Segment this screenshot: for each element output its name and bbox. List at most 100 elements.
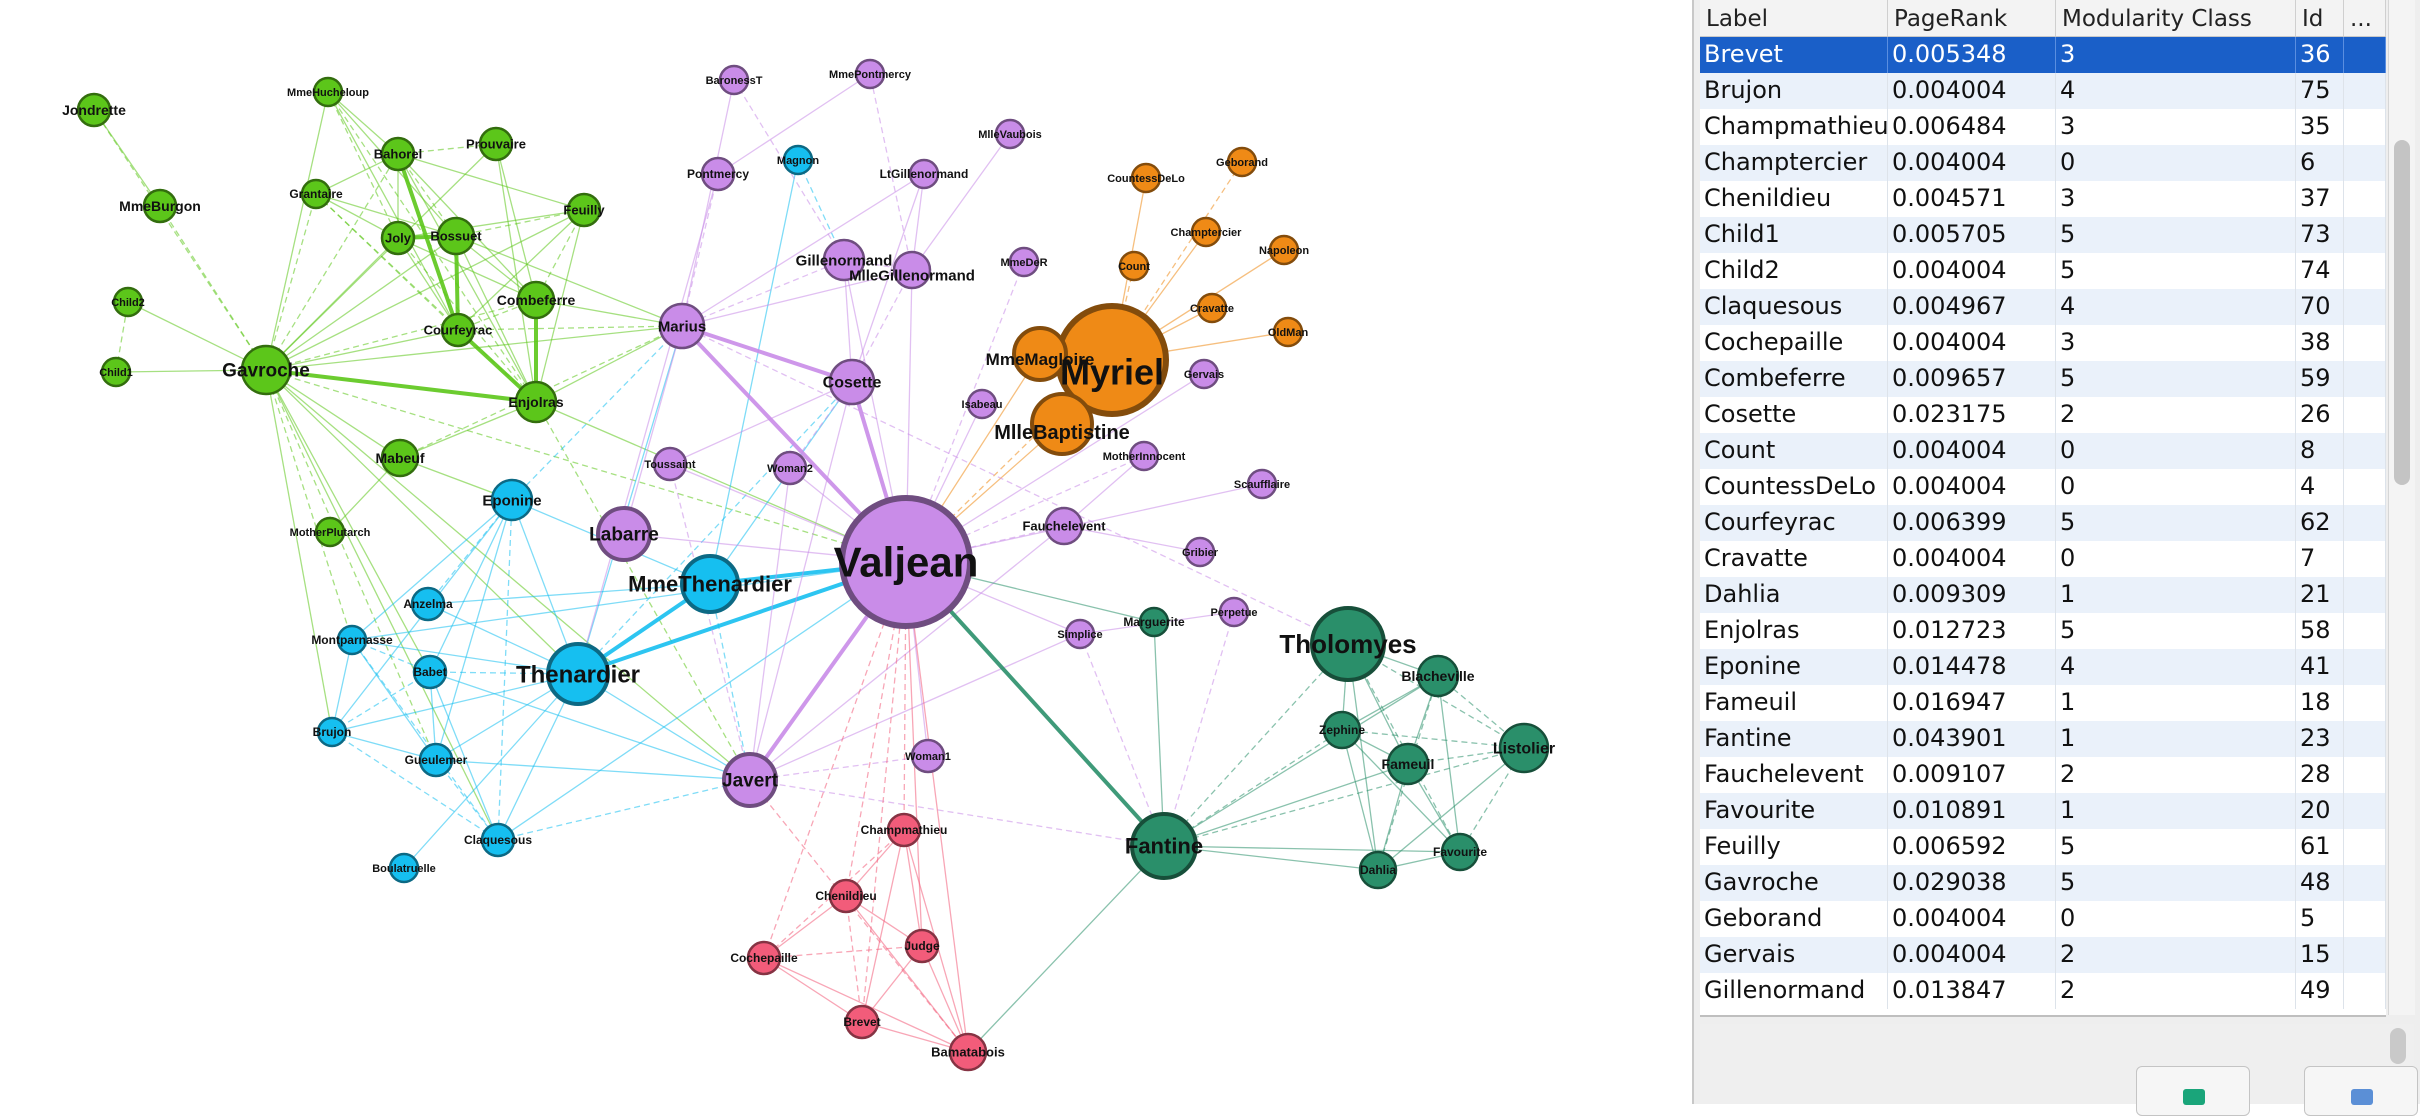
table-cell[interactable]: 62 — [2296, 505, 2344, 541]
table-cell[interactable]: Cosette — [1700, 397, 1888, 433]
table-cell[interactable]: 2 — [2056, 397, 2296, 433]
node-child2[interactable] — [112, 286, 144, 318]
node-listolier[interactable] — [1498, 722, 1550, 774]
node-gribier[interactable] — [1184, 536, 1216, 568]
table-cell[interactable]: 58 — [2296, 613, 2344, 649]
node-count[interactable] — [1118, 250, 1150, 282]
node-magnon[interactable] — [782, 144, 814, 176]
table-cell[interactable]: 73 — [2296, 217, 2344, 253]
table-cell[interactable]: Cravatte — [1700, 541, 1888, 577]
table-cell[interactable]: 23 — [2296, 721, 2344, 757]
node-fantine[interactable] — [1130, 812, 1198, 880]
table-cell[interactable]: 48 — [2296, 865, 2344, 901]
table-cell[interactable]: 0.004967 — [1888, 289, 2056, 325]
node-bahorel[interactable] — [380, 136, 416, 172]
table-cell[interactable]: Gervais — [1700, 937, 1888, 973]
table-cell[interactable]: 21 — [2296, 577, 2344, 613]
table-cell[interactable]: Cochepaille — [1700, 325, 1888, 361]
table-cell[interactable]: 0.014478 — [1888, 649, 2056, 685]
node-mmepontmercy[interactable] — [854, 58, 886, 90]
node-pontmercy[interactable] — [700, 156, 736, 192]
node-scaufflaire[interactable] — [1246, 468, 1278, 500]
table-cell[interactable]: 20 — [2296, 793, 2344, 829]
table-cell[interactable]: 0.004004 — [1888, 901, 2056, 937]
table-cell[interactable]: 8 — [2296, 433, 2344, 469]
node-mmeburgon[interactable] — [142, 188, 178, 224]
table-cell[interactable]: Enjolras — [1700, 613, 1888, 649]
table-cell[interactable]: 5 — [2056, 829, 2296, 865]
table-cell[interactable]: Brujon — [1700, 73, 1888, 109]
table-cell[interactable]: 0.016947 — [1888, 685, 2056, 721]
table-cell[interactable]: 0.004004 — [1888, 469, 2056, 505]
table-cell[interactable]: Child2 — [1700, 253, 1888, 289]
table-cell[interactable]: Gavroche — [1700, 865, 1888, 901]
table-cell[interactable]: Combeferre — [1700, 361, 1888, 397]
table-cell[interactable]: Geborand — [1700, 901, 1888, 937]
table-cell[interactable]: 7 — [2296, 541, 2344, 577]
add-table-button[interactable] — [2136, 1066, 2250, 1116]
node-perpetue[interactable] — [1218, 596, 1250, 628]
node-valjean[interactable] — [839, 495, 973, 629]
table-cell[interactable]: Count — [1700, 433, 1888, 469]
node-baronesst[interactable] — [718, 64, 750, 96]
table-cell[interactable]: 5 — [2056, 505, 2296, 541]
node-zephine[interactable] — [1322, 710, 1362, 750]
table-cell[interactable]: 15 — [2296, 937, 2344, 973]
node-ltgillenormand[interactable] — [908, 158, 940, 190]
table-cell[interactable]: 0 — [2056, 469, 2296, 505]
node-blacheville[interactable] — [1416, 654, 1460, 698]
table-cell[interactable]: 3 — [2056, 181, 2296, 217]
node-countessdelo[interactable] — [1130, 162, 1162, 194]
node-grantaire[interactable] — [300, 178, 332, 210]
node-mmehucheloup[interactable] — [312, 76, 344, 108]
node-child1[interactable] — [100, 356, 132, 388]
table-cell[interactable]: 2 — [2056, 973, 2296, 1009]
table-cell[interactable]: 1 — [2056, 685, 2296, 721]
table-cell[interactable]: 28 — [2296, 757, 2344, 793]
table-cell[interactable]: 2 — [2056, 757, 2296, 793]
table-cell[interactable]: 5 — [2056, 361, 2296, 397]
table-cell[interactable]: 1 — [2056, 577, 2296, 613]
node-claquesous[interactable] — [480, 822, 516, 858]
node-cochepaille[interactable] — [746, 940, 782, 976]
table-cell[interactable]: 1 — [2056, 721, 2296, 757]
node-woman2[interactable] — [772, 450, 808, 486]
table-cell[interactable]: 0.005705 — [1888, 217, 2056, 253]
database-button[interactable] — [2304, 1066, 2418, 1116]
node-toussaint[interactable] — [652, 446, 688, 482]
table-cell[interactable]: 3 — [2056, 325, 2296, 361]
table-cell[interactable]: Claquesous — [1700, 289, 1888, 325]
table-cell[interactable]: 37 — [2296, 181, 2344, 217]
node-javert[interactable] — [722, 752, 778, 808]
table-cell[interactable]: Champtercier — [1700, 145, 1888, 181]
node-mllegillenormand[interactable] — [892, 250, 932, 290]
table-cell[interactable]: 0.004004 — [1888, 145, 2056, 181]
table-cell[interactable]: 59 — [2296, 361, 2344, 397]
node-napoleon[interactable] — [1268, 234, 1300, 266]
node-gavroche[interactable] — [240, 344, 292, 396]
node-fauchelevent[interactable] — [1044, 506, 1084, 546]
column-header-modularity-class[interactable]: Modularity Class — [2056, 0, 2296, 36]
table-cell[interactable]: Child1 — [1700, 217, 1888, 253]
node-bamatabois[interactable] — [948, 1032, 988, 1072]
table-cell[interactable]: 5 — [2056, 217, 2296, 253]
table-cell[interactable]: 3 — [2056, 109, 2296, 145]
node-combeferre[interactable] — [516, 280, 556, 320]
table-cell[interactable]: Chenildieu — [1700, 181, 1888, 217]
table-cell[interactable]: 0 — [2056, 901, 2296, 937]
table-cell[interactable]: 38 — [2296, 325, 2344, 361]
table-cell[interactable]: 0.004004 — [1888, 325, 2056, 361]
column-header-label[interactable]: Label — [1700, 0, 1888, 36]
node-joly[interactable] — [380, 220, 416, 256]
